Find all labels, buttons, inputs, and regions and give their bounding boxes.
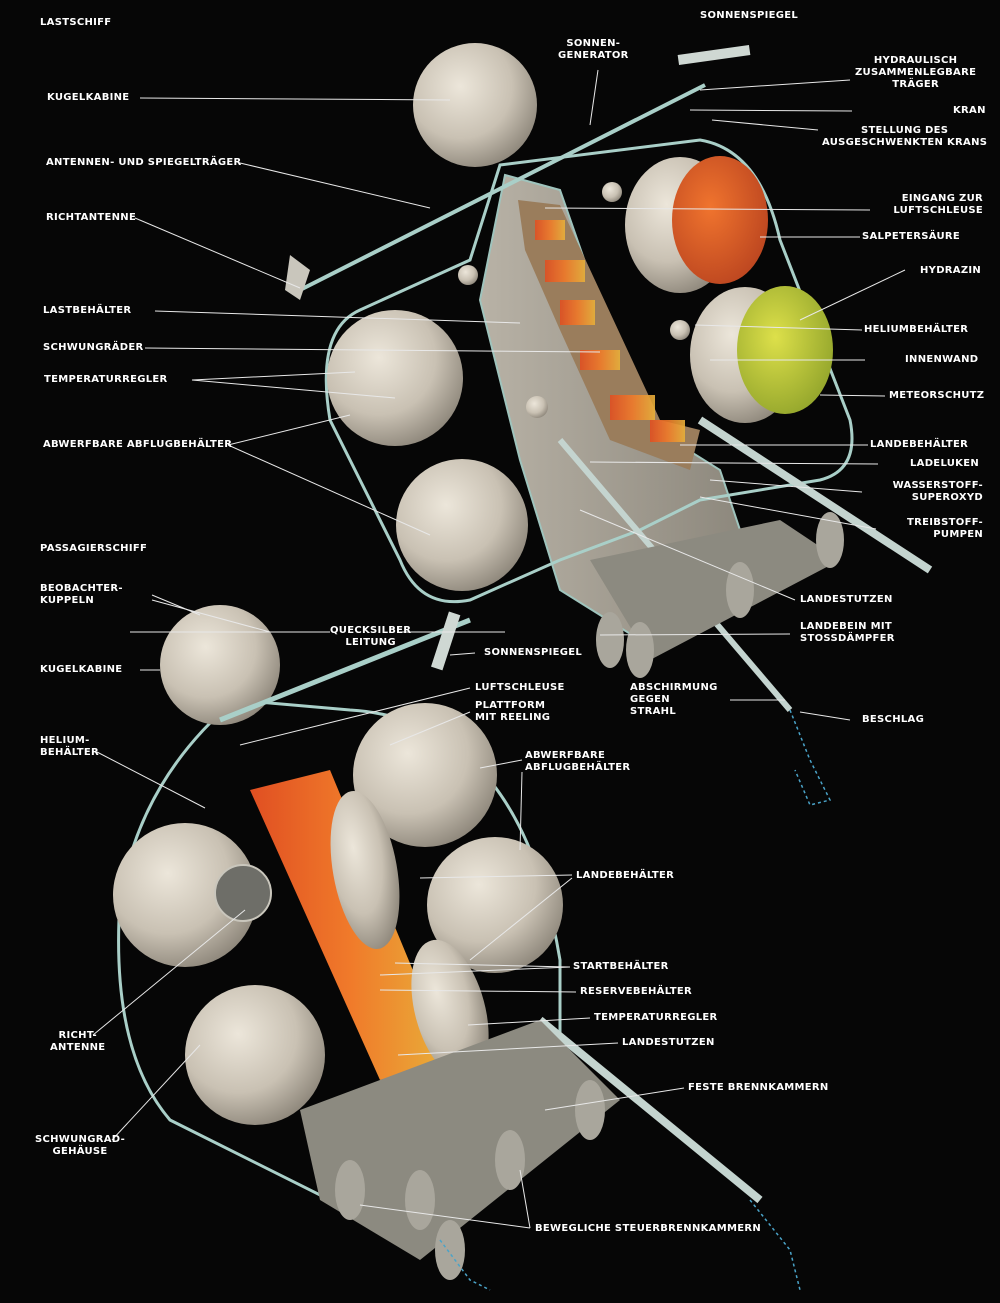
cargo-boxes bbox=[535, 220, 685, 442]
label-landebehaelter-cargo: LANDEBEHÄLTER bbox=[870, 439, 969, 450]
label-beschlag: BESCHLAG bbox=[862, 714, 925, 725]
helium-sphere-1 bbox=[458, 265, 478, 285]
label-salpetersaeure: SALPETERSÄURE bbox=[862, 231, 961, 242]
passenger-nozzles bbox=[335, 1080, 605, 1280]
label-richtantenne-cargo: RICHTANTENNE bbox=[46, 212, 137, 223]
passenger-pad-dashed-2 bbox=[749, 1199, 801, 1291]
leader-lines bbox=[92, 69, 906, 1229]
label-abwerfbare-cargo: ABWERFBARE ABFLUGBEHÄLTER bbox=[43, 439, 233, 450]
label-landestutzen-passenger: LANDESTUTZEN bbox=[622, 1037, 715, 1048]
cargo-ship bbox=[285, 43, 933, 806]
label-landestutzen-cargo: LANDESTUTZEN bbox=[800, 594, 893, 605]
passenger-tank-top bbox=[353, 703, 497, 847]
label-kugelkabine-cargo: KUGELKABINE bbox=[47, 92, 130, 103]
label-reservebehaelter: RESERVEBEHÄLTER bbox=[580, 986, 692, 997]
passenger-boom bbox=[219, 617, 471, 723]
label-richtantenne-passenger: RICHT-ANTENNE bbox=[50, 1030, 106, 1053]
label-treibstoffpumpen: TREIBSTOFF-PUMPEN bbox=[906, 517, 983, 540]
landing-pad-dashed bbox=[789, 709, 832, 806]
label-landebehaelter-passenger: LANDEBEHÄLTER bbox=[576, 870, 675, 881]
label-wasserstoff: WASSERSTOFF-SUPEROXYD bbox=[892, 480, 983, 503]
label-schwungraeder: SCHWUNGRÄDER bbox=[43, 342, 144, 353]
cargo-engine-block bbox=[590, 520, 840, 660]
sun-mirror bbox=[677, 45, 751, 65]
passenger-ship-title: PASSAGIERSCHIFF bbox=[40, 543, 148, 554]
passenger-tank-right bbox=[427, 837, 563, 973]
passenger-tank-left-bottom bbox=[185, 985, 325, 1125]
landing-tank bbox=[330, 791, 400, 949]
passenger-engine-block bbox=[300, 1020, 620, 1260]
hydrazine-cut bbox=[737, 286, 833, 414]
label-heliumbehaelter-passenger: HELIUM-BEHÄLTER bbox=[40, 735, 100, 758]
label-lastbehaelter: LASTBEHÄLTER bbox=[43, 305, 132, 316]
cargo-ship-title: LASTSCHIFF bbox=[40, 17, 112, 28]
label-sonnenspiegel-cargo: SONNENSPIEGEL bbox=[700, 10, 799, 21]
label-luftschleuse: LUFTSCHLEUSE bbox=[475, 682, 565, 693]
label-bewegliche-steuerbrennkammern: BEWEGLICHE STEUERBRENNKAMMERN bbox=[535, 1223, 762, 1234]
label-startbehaelter: STARTBEHÄLTER bbox=[573, 961, 669, 972]
antenna-boom bbox=[299, 83, 706, 292]
departure-tank-2 bbox=[396, 459, 528, 591]
departure-tank-1 bbox=[327, 310, 463, 446]
nitric-acid-cut bbox=[672, 156, 768, 284]
label-heliumbehaelter-cargo: HELIUMBEHÄLTER bbox=[864, 324, 969, 335]
label-temperaturregler-cargo: TEMPERATURREGLER bbox=[44, 374, 168, 385]
label-hydrazin: HYDRAZIN bbox=[920, 265, 982, 276]
label-ladeluken: LADELUKEN bbox=[910, 458, 980, 469]
label-beobachterkuppeln: BEOBACHTER-KUPPELN bbox=[40, 583, 123, 606]
helium-sphere-4 bbox=[526, 396, 548, 418]
label-innenwand: INNENWAND bbox=[905, 354, 979, 365]
label-meteorschutz: METEORSCHUTZ bbox=[889, 390, 985, 401]
passenger-pad-dashed-1 bbox=[439, 1239, 491, 1291]
label-sonnenspiegel-passenger: SONNENSPIEGEL bbox=[484, 647, 583, 658]
temperature-tank bbox=[411, 939, 489, 1081]
passenger-ship bbox=[113, 605, 801, 1291]
passenger-landing-strut bbox=[537, 1016, 763, 1204]
label-temperaturregler-passenger: TEMPERATURREGLER bbox=[594, 1012, 718, 1023]
cargo-nozzles bbox=[596, 512, 844, 678]
directional-antenna bbox=[285, 255, 310, 300]
passenger-tank-left-top bbox=[113, 823, 257, 967]
cargo-cabin-sphere bbox=[413, 43, 537, 167]
passenger-sun-mirror bbox=[431, 611, 461, 671]
label-kugelkabine-passenger: KUGELKABINE bbox=[40, 664, 123, 675]
label-feste-brennkammern: FESTE BRENNKAMMERN bbox=[688, 1082, 829, 1093]
label-schwungradgehaeuse: SCHWUNGRAD-GEHÄUSE bbox=[35, 1134, 126, 1157]
helium-sphere-3 bbox=[670, 320, 690, 340]
passenger-antenna-dish bbox=[214, 864, 272, 922]
label-sonnengenerator: SONNEN-GENERATOR bbox=[558, 38, 629, 61]
label-kran: KRAN bbox=[953, 105, 986, 116]
helium-sphere-2 bbox=[602, 182, 622, 202]
label-antennentraeger: ANTENNEN- UND SPIEGELTRÄGER bbox=[46, 157, 242, 168]
passenger-cabin-sphere bbox=[160, 605, 280, 725]
